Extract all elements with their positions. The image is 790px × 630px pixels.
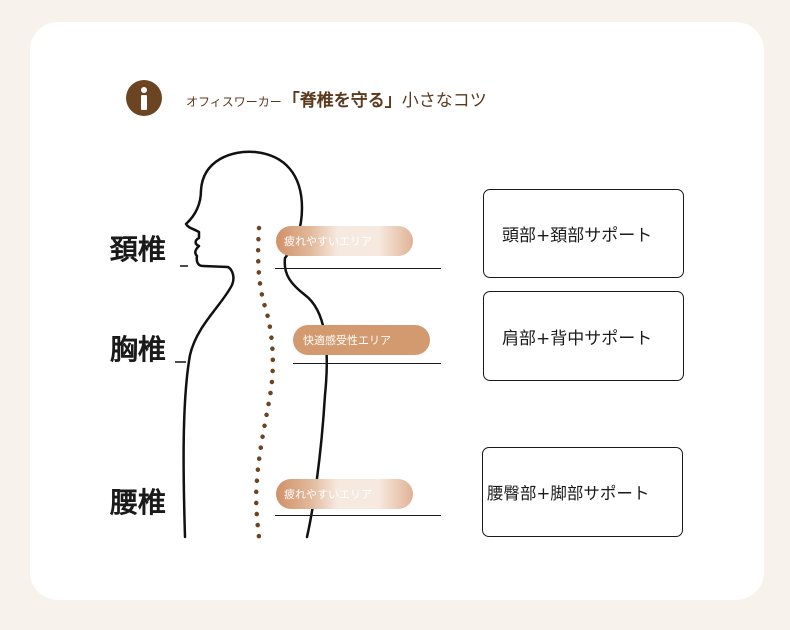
info-icon: [126, 80, 162, 116]
area-pill-lumbar: 疲れやすいエリア: [276, 479, 413, 509]
header: オフィスワーカー 「脊椎を守る」 小さなコツ: [126, 80, 487, 116]
area-pill-thoracic: 快適感受性エリア: [293, 325, 430, 355]
page-title: オフィスワーカー 「脊椎を守る」 小さなコツ: [186, 86, 487, 111]
title-tail: 小さなコツ: [401, 90, 487, 111]
spine-dots: [253, 225, 276, 540]
label-lumbar: 腰椎: [110, 486, 167, 519]
support-box-waist-legs: 腰臀部+脚部サポート: [482, 447, 683, 537]
label-cervical: 頚椎: [110, 233, 167, 266]
support-box-shoulder-back: 肩部+背中サポート: [483, 291, 684, 381]
label-thoracic: 胸椎: [110, 333, 167, 366]
area-pill-cervical: 疲れやすいエリア: [276, 226, 413, 256]
title-subtitle: オフィスワーカー: [186, 94, 282, 109]
support-box-head-neck: 頭部+頚部サポート: [483, 189, 684, 278]
body-outline: [182, 150, 329, 539]
leader-line-lumbar: [275, 515, 441, 516]
leader-line-cervical: [275, 268, 441, 269]
title-main: 「脊椎を守る」: [282, 90, 402, 111]
leader-line-thoracic: [293, 363, 441, 364]
